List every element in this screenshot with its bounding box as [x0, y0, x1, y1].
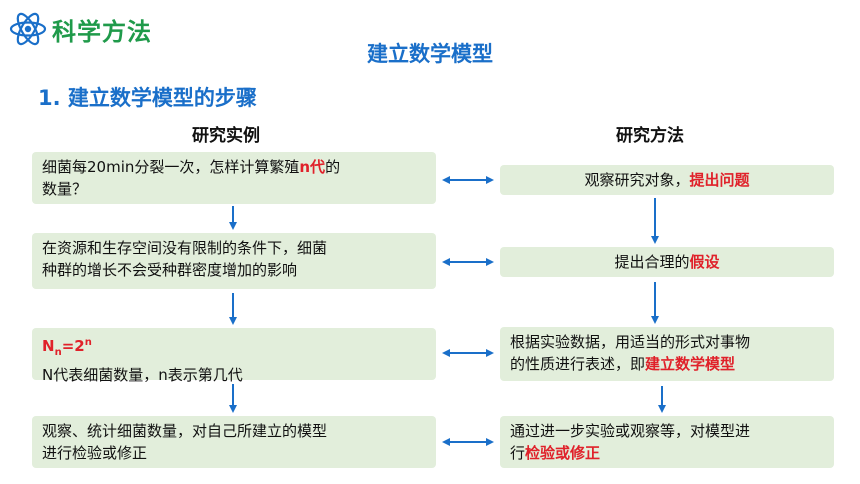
method-3-line1: 根据实验数据，用适当的形式对事物	[510, 333, 751, 351]
example-box-4: 观察、统计细菌数量，对自己所建立的模型 进行检验或修正	[32, 416, 436, 468]
method-2-text: 提出合理的	[614, 253, 690, 271]
example-2-line1: 在资源和生存空间没有限制的条件下，细菌	[42, 239, 328, 257]
growth-formula: Nn=2n	[42, 337, 92, 358]
method-box-1: 观察研究对象，提出问题	[500, 165, 834, 195]
method-4-line1: 通过进一步实验或观察等，对模型进	[510, 422, 751, 440]
example-1-text: 细菌每20min分裂一次，怎样计算繁殖	[42, 158, 300, 176]
example-3-line2: N代表细菌数量，n表示第几代	[42, 366, 243, 384]
example-2-line2: 种群的增长不会受种群密度增加的影响	[42, 261, 298, 279]
example-1-highlight: n代	[299, 158, 326, 176]
left-column-title: 研究实例	[192, 126, 260, 146]
method-4-highlight: 检验或修正	[525, 444, 601, 462]
example-1-text-end: 的	[325, 158, 341, 176]
method-box-2: 提出合理的假设	[500, 247, 834, 277]
example-box-1: 细菌每20min分裂一次，怎样计算繁殖n代的 数量？	[32, 152, 436, 204]
method-1-text: 观察研究对象，	[584, 171, 690, 189]
example-4-line2: 进行检验或修正	[42, 444, 148, 462]
method-3-highlight: 建立数学模型	[645, 355, 736, 373]
atom-logo-icon	[9, 12, 47, 46]
method-box-4: 通过进一步实验或观察等，对模型进 行检验或修正	[500, 416, 834, 468]
slide-title: 建立数学模型	[367, 42, 493, 66]
method-box-3: 根据实验数据，用适当的形式对事物 的性质进行表述，即建立数学模型	[500, 327, 834, 381]
example-box-3: Nn=2n N代表细菌数量，n表示第几代	[32, 328, 436, 384]
method-1-highlight: 提出问题	[689, 171, 750, 189]
example-4-line1: 观察、统计细菌数量，对自己所建立的模型	[42, 422, 328, 440]
example-1-line2: 数量？	[42, 180, 88, 198]
method-2-highlight: 假设	[689, 253, 720, 271]
step-heading: 1. 建立数学模型的步骤	[38, 86, 257, 110]
example-box-2: 在资源和生存空间没有限制的条件下，细菌 种群的增长不会受种群密度增加的影响	[32, 233, 436, 289]
method-4-line2: 行	[510, 444, 526, 462]
method-3-line2: 的性质进行表述，即	[510, 355, 646, 373]
right-column-title: 研究方法	[616, 126, 684, 146]
section-title: 科学方法	[52, 18, 152, 46]
